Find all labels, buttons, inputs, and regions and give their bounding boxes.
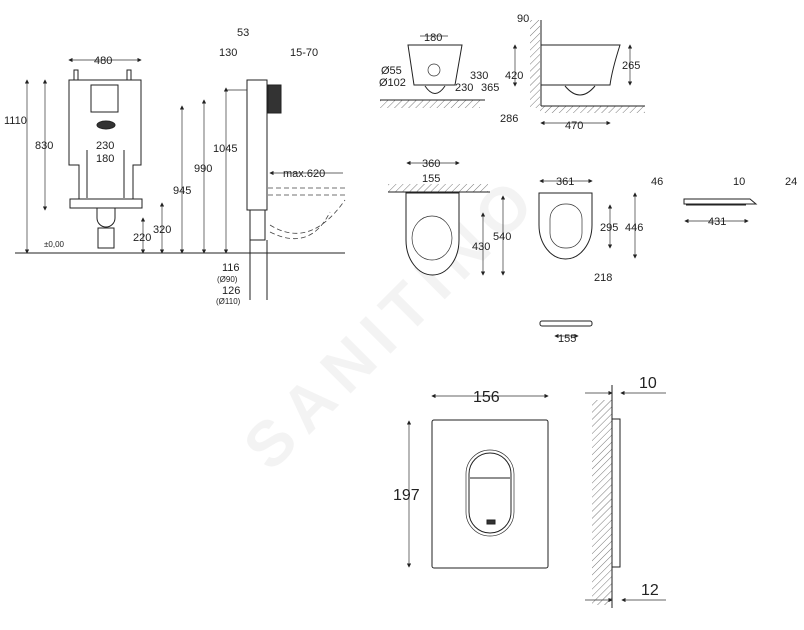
floor-level-label: ±0,00 (44, 240, 65, 249)
brand-logo (96, 120, 116, 130)
dim-320: 320 (153, 224, 171, 236)
dim-155-top: 155 (422, 173, 440, 185)
dim-24: 24 (785, 176, 797, 188)
seat-side-view: 46 10 24 431 (651, 176, 797, 228)
dim-431: 431 (708, 216, 726, 228)
dim-1110: 1110 (4, 115, 27, 127)
wc-top-view: 360 155 540 430 (388, 158, 511, 276)
seat-hinge-view: 155 (539, 320, 593, 345)
dim-220: 220 (133, 232, 151, 244)
dim-126: 126 (222, 285, 240, 297)
dim-330: 330 (470, 70, 488, 82)
dim-230-back: 230 (455, 82, 473, 94)
dim-230: 230 (96, 140, 114, 152)
dim-155-hinge: 155 (558, 333, 576, 345)
dim-1045: 1045 (213, 143, 237, 155)
dim-361: 361 (556, 176, 574, 188)
dim-12-plate: 12 (641, 582, 659, 599)
dim-180-back: 180 (424, 32, 442, 44)
dim-max-620: max.620 (283, 168, 325, 180)
pipe-90-label: (Ø90) (217, 275, 238, 284)
dim-480: 480 (94, 55, 112, 67)
flush-button (468, 452, 512, 534)
wc-back-view: 180 Ø55 Ø102 330 230 365 (379, 32, 499, 108)
seat-top-view: 361 295 446 218 (538, 176, 643, 284)
dim-295: 295 (600, 222, 618, 234)
dim-46: 46 (651, 176, 663, 188)
hole-102: Ø102 (379, 77, 406, 89)
dim-90: 90 (517, 13, 529, 25)
frame-front-view: 480 1110 830 230 180 945 990 320 220 ±0,… (4, 55, 345, 254)
hole-55: Ø55 (381, 65, 402, 77)
pipe-110-label: (Ø110) (216, 297, 241, 306)
flush-plate (431, 419, 549, 569)
dim-365: 365 (481, 82, 499, 94)
dim-197: 197 (393, 487, 420, 504)
dim-420: 420 (505, 70, 523, 82)
frame-side-view: 53 130 15-70 1045 max.620 116 (Ø90) 126 … (213, 27, 346, 306)
dim-130: 130 (219, 47, 237, 59)
dim-540: 540 (493, 231, 511, 243)
dim-286: 286 (500, 113, 518, 125)
dim-180: 180 (96, 153, 114, 165)
dim-430: 430 (472, 241, 490, 253)
dim-116: 116 (222, 262, 240, 274)
dim-360: 360 (422, 158, 440, 170)
flush-plate-side: 10 12 (585, 375, 666, 608)
flush-plate-front: 156 197 (393, 389, 549, 569)
wc-side-view: 90 420 265 286 470 (500, 13, 645, 132)
dim-218: 218 (594, 272, 612, 284)
dim-53: 53 (237, 27, 249, 39)
dim-990: 990 (194, 163, 212, 175)
dim-15-70: 15-70 (290, 47, 318, 59)
dim-830: 830 (35, 140, 53, 152)
dim-446: 446 (625, 222, 643, 234)
dim-470: 470 (565, 120, 583, 132)
dim-265: 265 (622, 60, 640, 72)
dim-945: 945 (173, 185, 191, 197)
dim-156: 156 (473, 389, 500, 406)
dim-10-seat: 10 (733, 176, 745, 188)
dim-10-plate: 10 (639, 375, 657, 392)
